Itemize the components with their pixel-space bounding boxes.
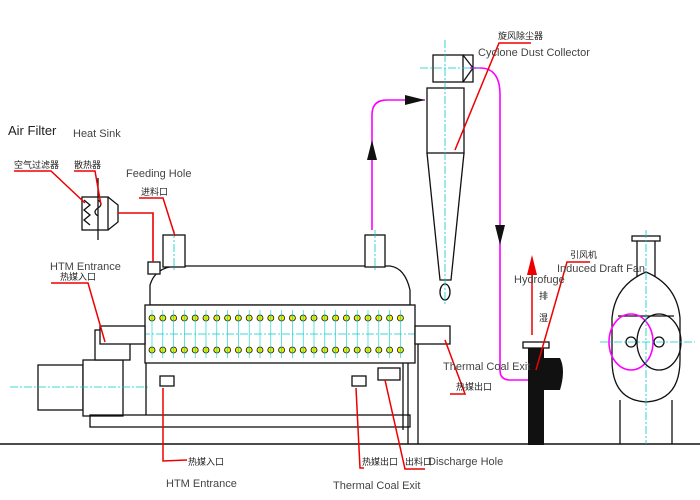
- thermal-coal-exit-right-cn-label: 热媒出口: [456, 381, 492, 393]
- duct-to-cyclone: [371, 99, 425, 230]
- cyclone-label: Cyclone Dust Collector: [478, 47, 590, 59]
- heat-sink-label: Heat Sink: [73, 128, 121, 140]
- feeding-hole-label: Feeding Hole: [126, 168, 191, 180]
- induced-draft-fan: [522, 341, 563, 445]
- htm-entrance-left-cn-label: 热媒入口: [60, 271, 96, 283]
- thermal-coal-exit-bottom-cn-label: 热媒出口: [362, 456, 398, 468]
- paddle-dryer: [99, 230, 451, 387]
- paddle-row: [148, 310, 404, 358]
- htm-entrance-left-label: HTM Entrance: [50, 261, 121, 273]
- discharge-hole-label: Discharge Hole: [428, 456, 503, 468]
- flow-arrow-down: [495, 225, 505, 245]
- hydrofuge-cn-2: 湿: [539, 313, 548, 324]
- thermal-coal-exit-bottom-label: Thermal Coal Exit: [333, 480, 420, 492]
- thermal-coal-exit-right-label: Thermal Coal Exit: [443, 361, 530, 373]
- flow-arrow-right: [405, 95, 425, 105]
- duct-to-fan: [470, 67, 540, 381]
- hydrofuge-arrow-icon: [527, 255, 537, 275]
- discharge-hole-cn-label: 出料口: [405, 456, 432, 468]
- leader-lines: [14, 42, 590, 470]
- hydrofuge-label: Hydrofuge: [514, 274, 565, 286]
- fan-cn-label: 引风机: [570, 249, 597, 261]
- htm-entrance-bottom-label: HTM Entrance: [166, 478, 237, 490]
- dryer-end-view: [600, 230, 695, 444]
- flow-arrow-up: [367, 140, 377, 160]
- feeding-hole-cn-label: 进料口: [141, 186, 168, 198]
- air-filter-cn-label: 空气过滤器: [14, 159, 59, 171]
- cyclone-dust-collector: [420, 40, 480, 305]
- heat-sink-cn-label: 散热器: [74, 159, 101, 171]
- air-filter-label: Air Filter: [8, 123, 57, 138]
- htm-entrance-bottom-cn-label: 热媒入口: [188, 456, 224, 468]
- drive-motor: [10, 329, 150, 417]
- cyclone-cn-label: 旋风除尘器: [498, 30, 543, 42]
- hydrofuge-cn-1: 排: [539, 290, 548, 302]
- fan-label: Induced Draft Fan: [557, 263, 645, 275]
